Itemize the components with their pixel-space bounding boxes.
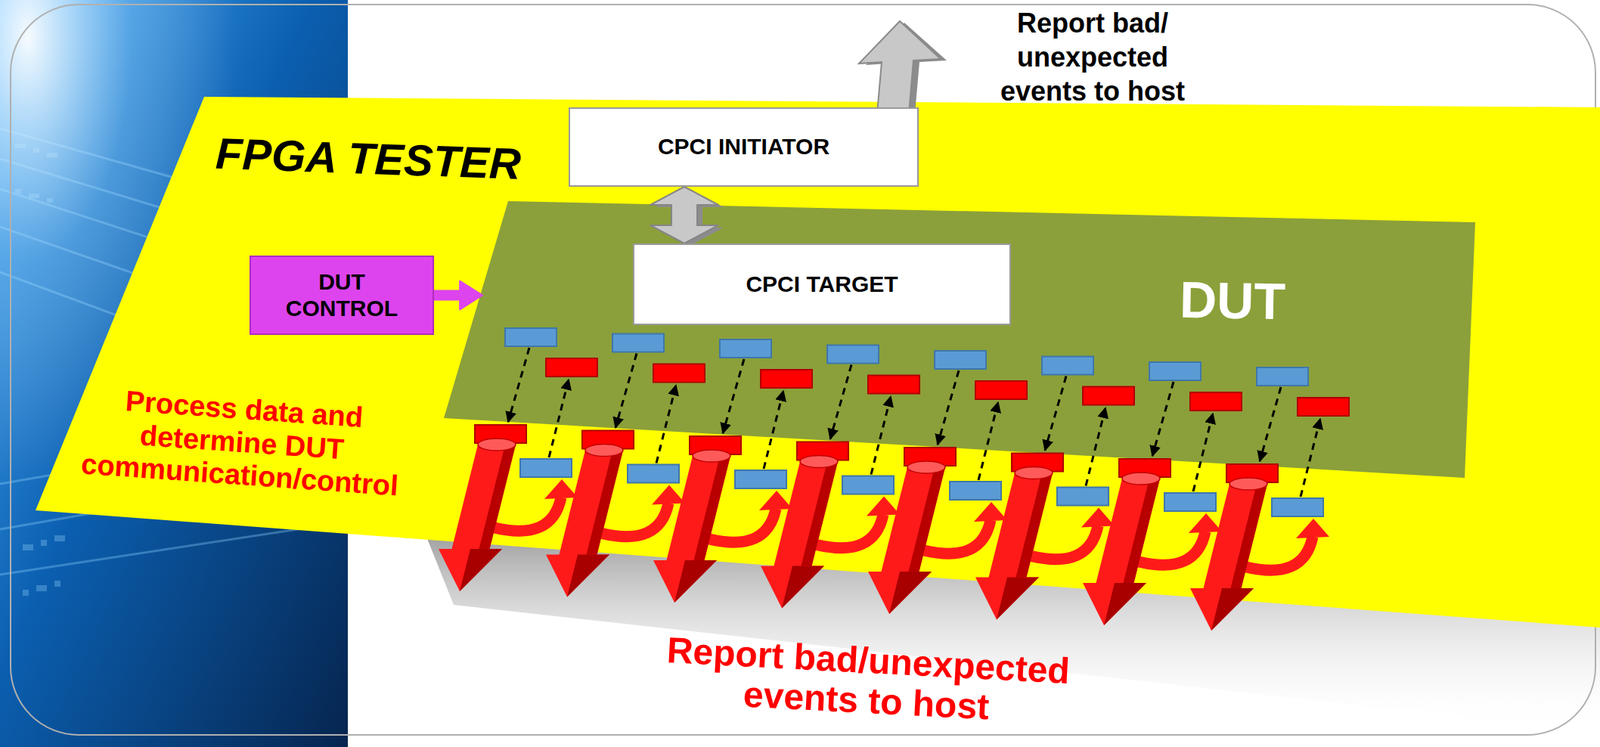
board-shape <box>443 201 1476 478</box>
control-box: DUT CONTROL <box>249 255 435 335</box>
tester-board: FPGA TESTER Process data and determine DU… <box>35 96 1600 628</box>
dut-title: DUT <box>1148 270 1316 331</box>
board-outline <box>35 96 1600 628</box>
board-title: FPGA TESTER <box>214 128 572 192</box>
box-label: CPCI TARGET <box>745 271 898 298</box>
text-holder: FPGA TESTER <box>215 134 571 186</box>
host-report-arrow <box>858 21 941 114</box>
initiator-box: CPCI INITIATOR <box>568 107 919 187</box>
host-note: Report bad/unexpected events to host <box>638 629 1097 733</box>
target-box: CPCI TARGET <box>632 243 1011 326</box>
text-holder: Process data and determine DUT communica… <box>64 393 420 493</box>
box-label: DUT CONTROL <box>273 269 410 322</box>
board-note: Process data and determine DUT communica… <box>61 381 423 506</box>
dut-board: DUT CPCI TARGET <box>443 201 1476 478</box>
host-note: Report bad/ unexpected events to host <box>979 6 1207 109</box>
text-holder: DUT <box>1149 272 1316 329</box>
board-outline <box>443 201 1476 478</box>
box-label: CPCI INITIATOR <box>657 133 830 161</box>
text-holder: Report bad/ unexpected events to host <box>979 6 1207 109</box>
text-holder: Report bad/unexpected events to host <box>640 641 1095 722</box>
